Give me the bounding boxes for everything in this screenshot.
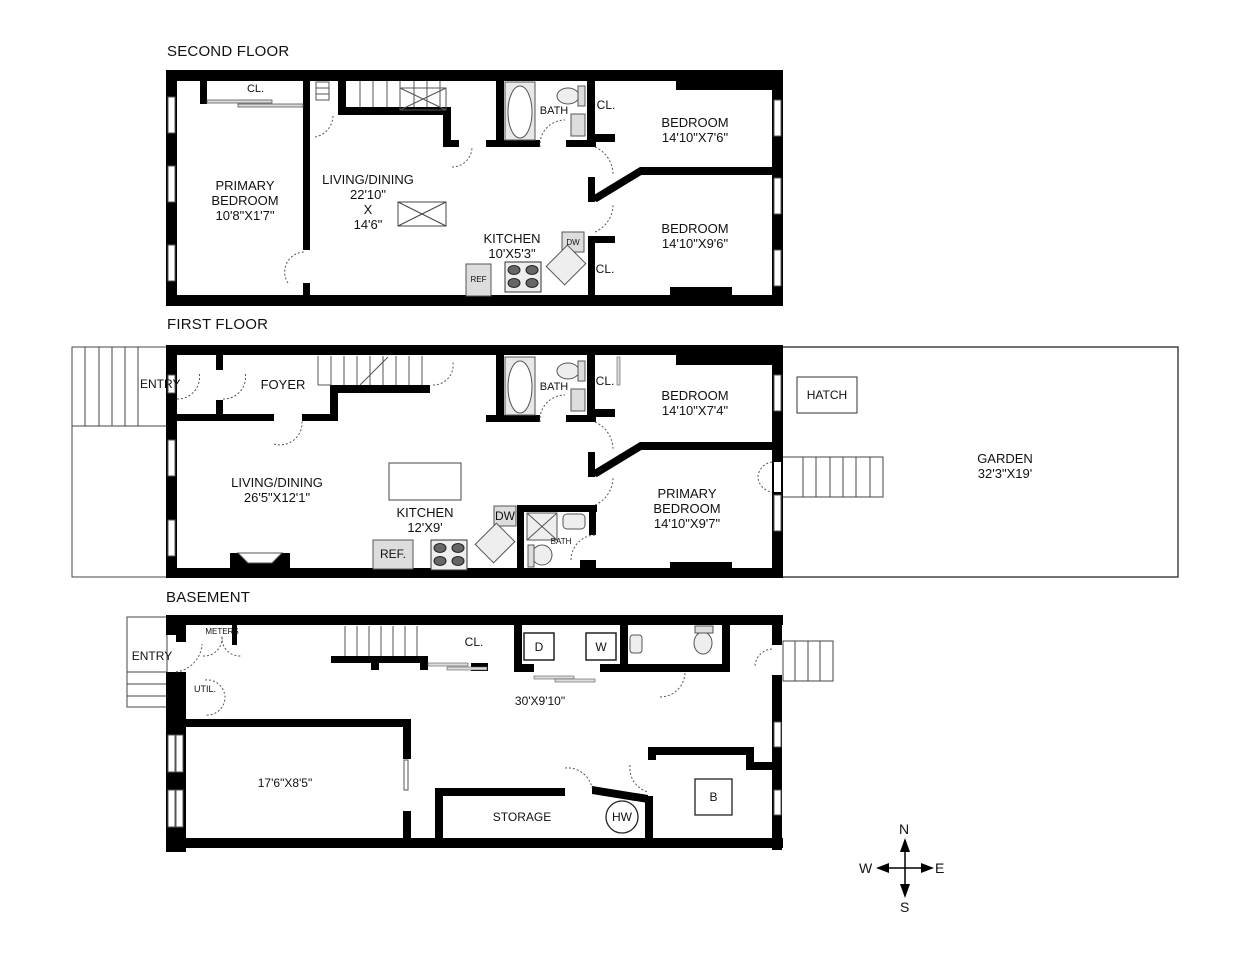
room-label-bedroom: BEDROOM 14'10"X7'4"	[645, 388, 745, 418]
fixture-refrigerator: REF.	[379, 547, 406, 561]
room-dimensions: 10'X5'3"	[488, 246, 536, 261]
floor-title-second: SECOND FLOOR	[167, 43, 290, 60]
room-dimensions: X	[363, 202, 373, 217]
compass-north: N	[899, 821, 910, 837]
room-label-closet: CL.	[595, 374, 615, 388]
basement-plan	[126, 615, 834, 852]
room-label-kitchen: KITCHEN 10'X5'3"	[472, 231, 552, 261]
room-name: LIVING/DINING	[231, 475, 323, 490]
room-label-kitchen: KITCHEN 12'X9'	[385, 505, 465, 535]
room-dimensions: 14'10"X7'6"	[661, 130, 729, 145]
fixture-dryer: D	[534, 639, 544, 654]
room-label-primary-bedroom: PRIMARY BEDROOM 14'10"X9'7"	[637, 486, 737, 531]
fixture-washer: W	[595, 639, 607, 654]
room-dimensions: 10'8"X1'7"	[215, 208, 275, 223]
room-name: LIVING/DINING	[322, 172, 414, 187]
room-label-room: 17'6"X8'5"	[257, 776, 313, 790]
room-label-storage: STORAGE	[492, 810, 552, 824]
room-label-entry: ENTRY	[140, 377, 181, 391]
room-dimensions: 14'10"X9'6"	[661, 236, 729, 251]
room-label-main: 30'X9'10"	[514, 694, 566, 708]
fixture-hatch: HATCH	[806, 387, 848, 402]
fixture-refrigerator: REF	[470, 275, 487, 284]
room-name: BEDROOM	[661, 221, 729, 236]
second-floor-plan	[166, 70, 783, 306]
room-label-living-dining: LIVING/DINING 22'10" X 14'6"	[313, 172, 423, 232]
first-floor-plan	[71, 345, 1179, 578]
room-name: BEDROOM	[661, 388, 729, 403]
room-name: KITCHEN	[483, 231, 541, 246]
room-label-closet-a: CL.	[246, 83, 265, 95]
room-label-garden: GARDEN 32'3"X19'	[960, 451, 1050, 481]
room-name: PRIMARY	[215, 178, 275, 193]
fixture-boiler: B	[709, 790, 718, 804]
room-label-bath-1: BATH	[539, 381, 569, 393]
room-dimensions: 14'10"X7'4"	[661, 403, 729, 418]
room-label-living-dining: LIVING/DINING 26'5"X12'1"	[222, 475, 332, 505]
compass-rose	[876, 838, 934, 898]
room-dimensions: 14'10"X9'7"	[653, 516, 721, 531]
floor-title-first: FIRST FLOOR	[167, 316, 269, 333]
room-label-utility: UTIL.	[193, 684, 216, 694]
room-name: BEDROOM	[211, 193, 279, 208]
compass-east: E	[935, 860, 945, 876]
room-dimensions: 22'10"	[349, 187, 387, 202]
room-label-closet-b: CL.	[596, 98, 616, 112]
room-label-primary-bedroom: PRIMARY BEDROOM 10'8"X1'7"	[200, 178, 290, 223]
compass-west: W	[859, 860, 873, 876]
room-dimensions: 14'6"	[353, 217, 383, 232]
room-name: PRIMARY	[657, 486, 717, 501]
room-label-bath-2: BATH	[550, 537, 572, 546]
room-label-bath: BATH	[539, 105, 569, 117]
fixture-hot-water-heater: HW	[612, 810, 632, 824]
room-name: BEDROOM	[653, 501, 721, 516]
floor-title-basement: BASEMENT	[166, 589, 251, 606]
fixture-dishwasher: DW	[495, 508, 515, 523]
compass-south: S	[900, 899, 910, 915]
fixture-dishwasher: DW	[566, 238, 580, 247]
room-label-bedroom-2: BEDROOM 14'10"X9'6"	[645, 221, 745, 251]
room-label-closet-c: CL.	[595, 262, 615, 276]
room-dimensions: 12'X9'	[407, 520, 443, 535]
room-dimensions: 26'5"X12'1"	[243, 490, 311, 505]
room-name: KITCHEN	[396, 505, 454, 520]
room-label-bedroom-1: BEDROOM 14'10"X7'6"	[645, 115, 745, 145]
room-name: BEDROOM	[661, 115, 729, 130]
room-dimensions: 32'3"X19'	[977, 466, 1033, 481]
room-label-entry: ENTRY	[131, 649, 173, 663]
room-label-closet: CL.	[464, 635, 484, 649]
room-label-foyer: FOYER	[260, 377, 306, 392]
room-label-meters: METERS	[205, 627, 239, 636]
room-name: GARDEN	[977, 451, 1033, 466]
